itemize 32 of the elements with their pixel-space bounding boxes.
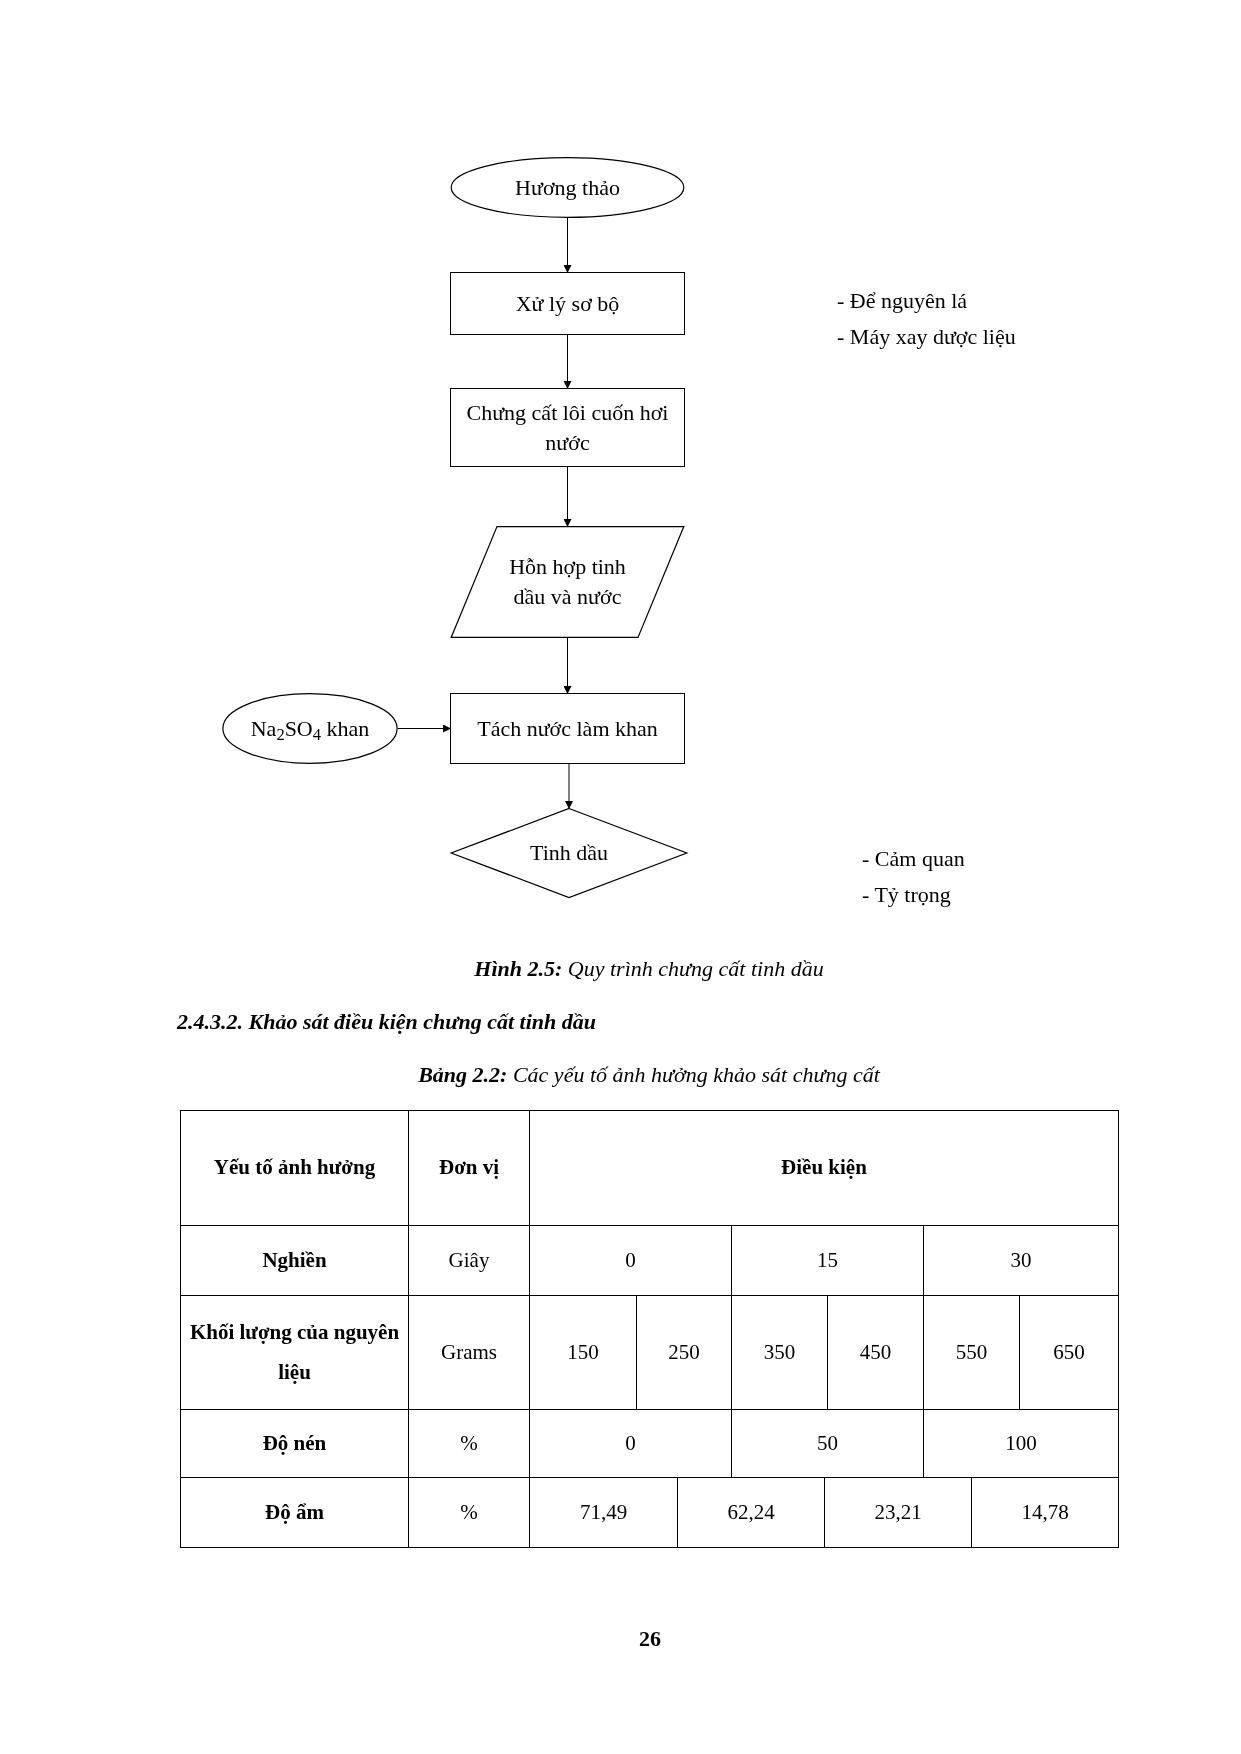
table-title: Bảng 2.2: Các yếu tố ảnh hưởng khảo sát chưng cất [417,1061,882,1089]
node-label: Hương thảo [514,173,621,202]
figure-caption: Hình 2.5: Quy trình chưng cất tinh dầu [473,955,825,983]
note-text: - Để nguyên lá [837,287,968,315]
decision-diamond [450,808,688,898]
note-text: - Tỷ trọng [862,881,951,909]
table-cell: Yếu tố ảnh hưởng [180,1110,409,1226]
data-parallelogram [450,526,685,638]
note-text: - Cảm quan [862,845,965,873]
arrow [565,763,573,809]
note-text: - Máy xay dược liệu [837,323,1016,351]
node-label: Na$_{2}$SO$_{4}$ khan [249,714,371,744]
table-cell: 14,78 [971,1477,1119,1548]
node-label: Tinh dầu [528,839,609,868]
table-cell: Độ ẩm [180,1477,409,1548]
arrow [397,724,451,733]
process-box [450,388,685,467]
process-box [450,272,685,335]
arrow [563,637,572,694]
terminal-ellipse [222,693,398,764]
terminal-ellipse [450,157,685,218]
node-label: Xử lý sơ bộ [514,289,621,318]
node-label: Hỗn hợp tinh dầu và nước [508,553,627,611]
page-number: 26 [638,1625,662,1653]
arrow [563,466,572,527]
section-heading: 2.4.3.2. Khảo sát điều kiện chưng cất tinh dầu [177,1008,597,1036]
process-box [450,693,685,764]
arrow [563,334,572,389]
node-label: Chưng cất lôi cuốn hơi nước [465,398,670,457]
table-cell: Điều kiện [529,1110,1119,1226]
node-label: Tách nước làm khan [476,714,659,743]
arrow [563,217,572,273]
